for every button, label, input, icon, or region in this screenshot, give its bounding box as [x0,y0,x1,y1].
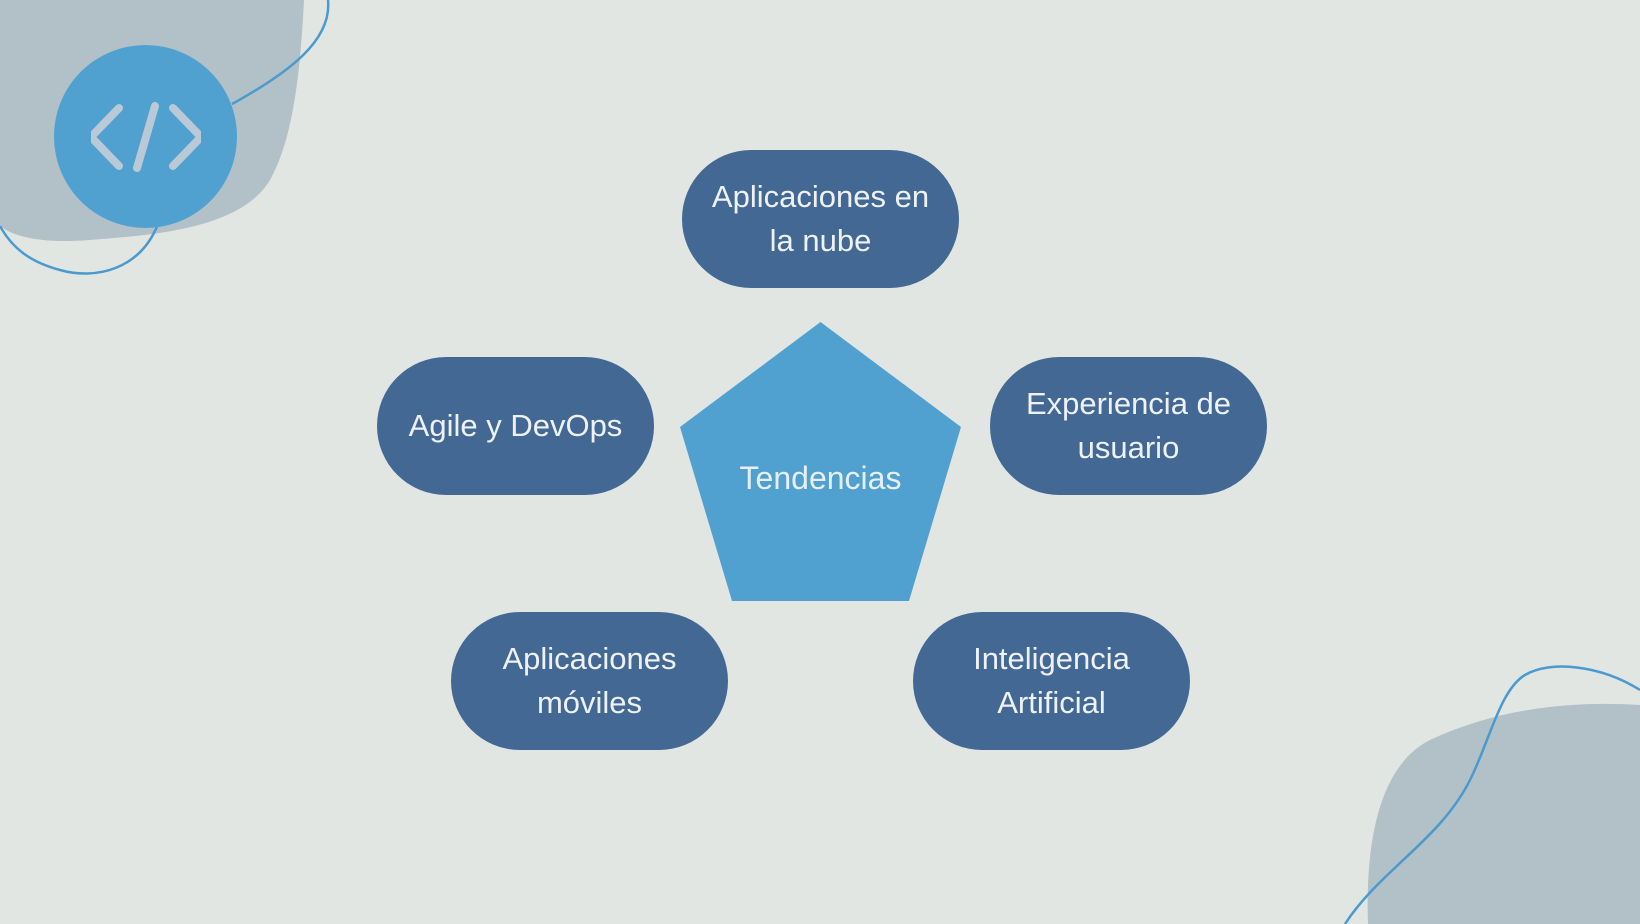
code-badge [54,45,237,228]
code-brackets-icon [90,101,201,172]
bottom-right-blob [1367,703,1640,924]
node-label-line: usuario [1077,430,1180,465]
node-label-line: móviles [536,685,643,720]
top-left-curve [231,0,330,106]
center-label: Tendencias [739,460,902,496]
node-user-experience: Experiencia de usuario [990,357,1267,495]
node-label-line: Experiencia de [1025,386,1232,421]
node-label-line: la nube [769,223,872,258]
node-label-line: Artificial [997,685,1106,720]
node-cloud-apps: Aplicaciones en la nube [682,150,959,288]
node-label-line: Agile y DevOps [408,408,623,443]
center-pentagon [680,322,961,601]
node-mobile-apps: Aplicaciones móviles [451,612,728,750]
node-label-line: Inteligencia [973,641,1130,676]
bottom-right-curve [1343,665,1640,924]
node-artificial-intelligence: Inteligencia Artificial [913,612,1190,750]
node-agile-devops: Agile y DevOps [377,357,654,495]
node-label-line: Aplicaciones en [711,179,930,214]
top-left-loop-curve [0,223,160,275]
node-label-line: Aplicaciones [502,641,677,676]
